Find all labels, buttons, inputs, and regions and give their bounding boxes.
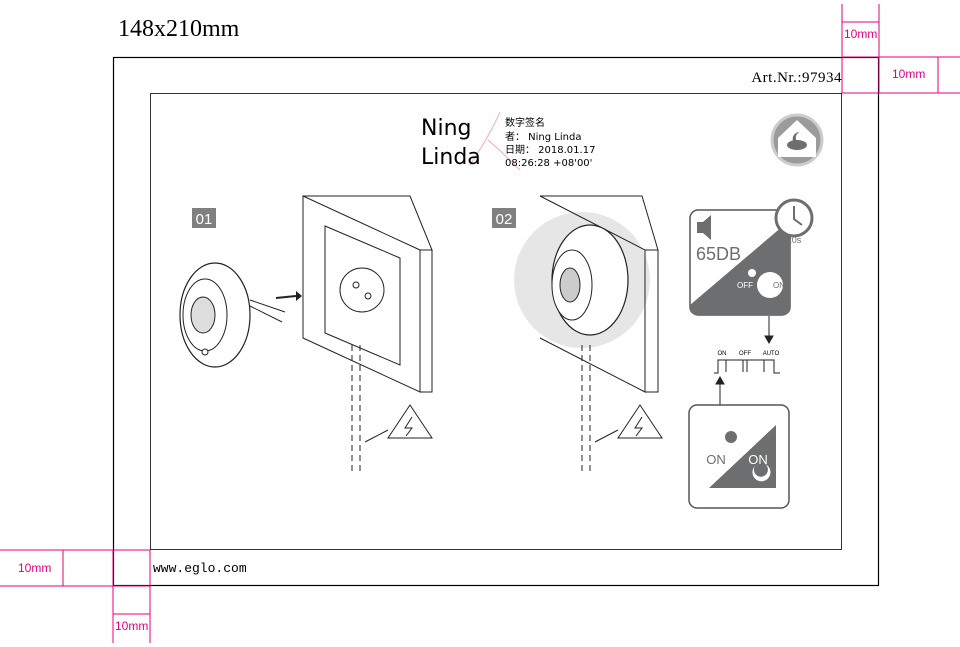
switch-auto-label: AUTO — [763, 351, 780, 357]
inner-border — [150, 93, 842, 550]
switch-on-label: ON — [718, 351, 727, 357]
signature-date: 日期： 2018.01.17 — [505, 144, 595, 156]
insert-arrow-head — [296, 291, 302, 301]
signature-name-line2: Linda — [421, 145, 481, 170]
moon-icon — [757, 272, 783, 298]
wall-socket-step1 — [302, 195, 433, 475]
digital-signature: Ning Linda 数字签名 者： Ning Linda 日期： 2018.0… — [421, 111, 595, 171]
signature-signer: 者： Ning Linda — [505, 131, 581, 143]
step-number-02: 02 — [496, 211, 513, 228]
home-night-icon — [770, 113, 824, 167]
mode-night-label: ON — [748, 452, 768, 467]
website: www.eglo.com — [153, 561, 247, 576]
timer-label: 20s — [787, 235, 802, 245]
wall-socket-step2 — [514, 195, 663, 475]
signature-heading: 数字签名 — [505, 116, 545, 129]
sound-level: 65DB — [696, 244, 741, 264]
margin-label-right: 10mm — [892, 67, 925, 81]
mode-day-label: ON — [706, 452, 726, 467]
moon-icon — [752, 464, 771, 482]
switch-off-label: OFF — [739, 351, 751, 357]
signature-name-line1: Ning — [421, 116, 471, 141]
speaker-icon — [697, 215, 711, 240]
outer-border — [112, 56, 880, 587]
signature-time: 08:26:28 +08'00' — [505, 158, 592, 169]
article-number: Art.Nr.:97934 — [751, 70, 842, 86]
step-badge-01 — [192, 208, 216, 228]
electric-warning-icon — [364, 404, 433, 443]
signature-stroke — [469, 111, 521, 171]
sensor-panel — [689, 198, 814, 316]
insert-arrow — [275, 295, 297, 299]
night-light-device — [179, 262, 286, 368]
margin-label-bottom: 10mm — [115, 619, 148, 633]
sun-icon — [748, 269, 756, 277]
step-badge-02 — [492, 208, 516, 228]
sensor-night-label: ON — [773, 281, 785, 290]
mode-panel — [688, 404, 790, 509]
margin-label-top: 10mm — [844, 27, 877, 41]
margin-marks — [0, 4, 960, 643]
sun-icon — [725, 431, 737, 443]
sensor-day-label: OFF — [737, 281, 753, 290]
step-number-01: 01 — [196, 211, 213, 228]
page-format: 148x210mm — [118, 16, 240, 42]
mode-switch — [714, 316, 780, 405]
margin-label-left: 10mm — [18, 561, 51, 575]
